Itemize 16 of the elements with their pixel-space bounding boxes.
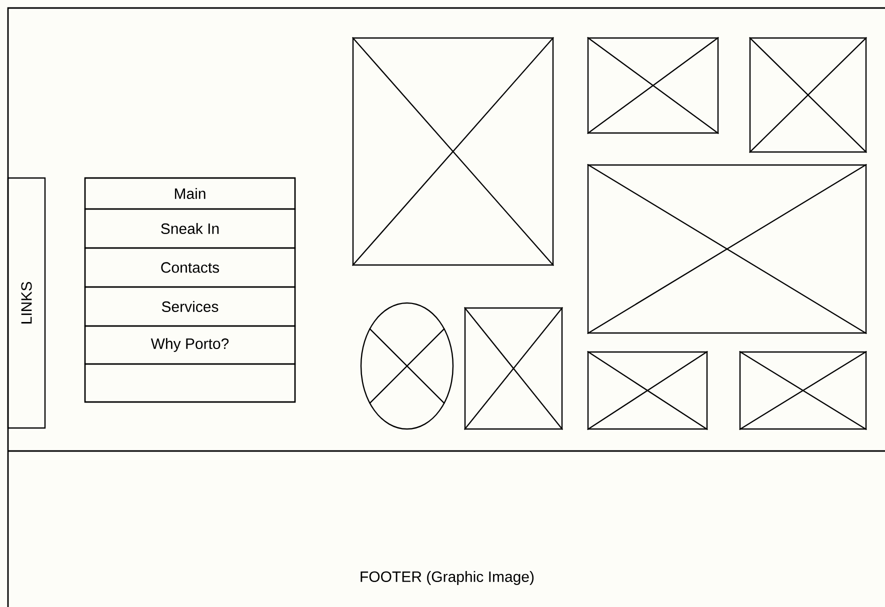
menu-item: [84, 363, 296, 403]
image-placeholder: [464, 307, 564, 430]
image-placeholder: [587, 36, 719, 134]
image-placeholder: [748, 36, 868, 154]
menu-item: Services: [84, 286, 296, 327]
menu-item: Contacts: [84, 247, 296, 288]
image-placeholder: [587, 350, 708, 430]
image-placeholder: [739, 350, 867, 430]
sidebar-box: LINKS: [7, 177, 46, 429]
menu-item: Why Porto?: [84, 325, 296, 365]
footer-label: FOOTER (Graphic Image): [360, 571, 534, 585]
menu-item: Sneak In: [84, 208, 296, 249]
menu-item: Main: [84, 177, 296, 210]
oval-image-placeholder: [360, 302, 454, 430]
image-placeholder: [352, 37, 554, 266]
image-placeholder: [587, 164, 867, 334]
